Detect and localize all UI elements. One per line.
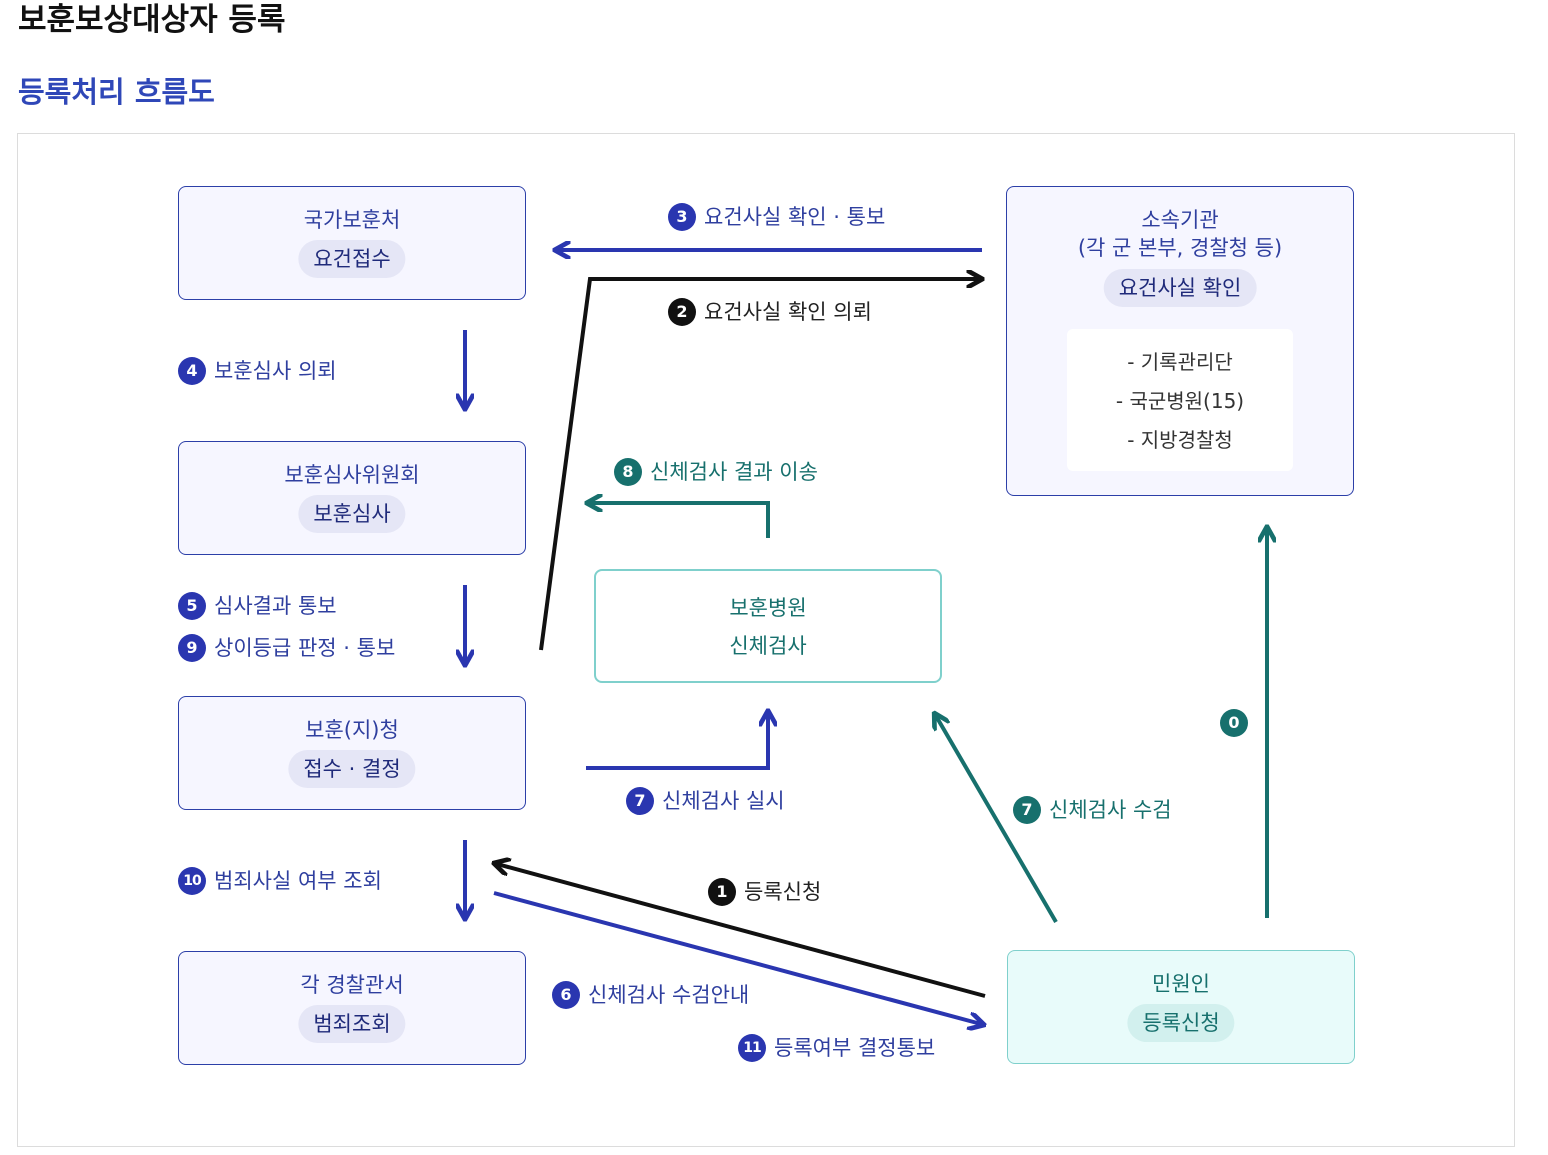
agency-list-item: - 국군병원(15) [1115, 389, 1245, 413]
step-3-text: 요건사실 확인 · 통보 [704, 205, 886, 229]
node-hospital: 보훈병원 신체검사 [594, 569, 942, 683]
arrow-step-6-11 [493, 891, 981, 1024]
step-4-label: 4 보훈심사 의뢰 [178, 357, 337, 385]
step-4-text: 보훈심사 의뢰 [214, 359, 337, 383]
page-title: 보훈보상대상자 등록 [18, 2, 286, 38]
node-applicant-role: 등록신청 [1127, 1004, 1235, 1042]
step-9-text: 상이등급 판정 · 통보 [214, 636, 396, 660]
agency-list: - 기록관리단 - 국군병원(15) - 지방경찰청 [1067, 329, 1293, 471]
step-2-label: 2 요건사실 확인 의뢰 [668, 298, 872, 326]
step-0-label: 0 [1220, 709, 1248, 737]
step-badge: 7 [626, 787, 654, 815]
step-6-text: 신체검사 수검안내 [588, 983, 750, 1007]
step-badge: 6 [552, 981, 580, 1009]
step-badge: 8 [614, 458, 642, 486]
node-mpva-title: 국가보훈처 [303, 208, 401, 232]
step-1-label: 1 등록신청 [708, 878, 821, 906]
agency-list-item: - 기록관리단 [1127, 350, 1233, 374]
step-3-label: 3 요건사실 확인 · 통보 [668, 203, 885, 231]
step-8-label: 8 신체검사 결과 이송 [614, 458, 818, 486]
arrow-step-1 [497, 864, 986, 998]
step-5-text: 심사결과 통보 [214, 594, 337, 618]
node-applicant: 민원인 등록신청 [1007, 950, 1355, 1064]
step-9-label: 9 상이등급 판정 · 통보 [178, 634, 395, 662]
step-7b-label: 7 신체검사 수검 [1013, 796, 1172, 824]
step-11-label: 11 등록여부 결정통보 [738, 1034, 935, 1062]
node-hospital-title: 보훈병원 [729, 596, 807, 620]
step-badge: 11 [738, 1034, 766, 1062]
node-committee-title: 보훈심사위원회 [284, 463, 420, 487]
arrow-step-7b [936, 716, 1058, 924]
arrow-step-7a [586, 714, 768, 770]
step-badge: 4 [178, 357, 206, 385]
step-badge: 2 [668, 298, 696, 326]
step-2-text: 요건사실 확인 의뢰 [704, 300, 872, 324]
arrow-step-8 [590, 503, 770, 538]
node-agency-title: 소속기관 [1141, 208, 1219, 232]
node-agency: 소속기관 (각 군 본부, 경찰청 등) 요건사실 확인 - 기록관리단 - 국… [1006, 186, 1354, 496]
step-10-text: 범죄사실 여부 조회 [214, 869, 382, 893]
node-agency-role: 요건사실 확인 [1103, 269, 1257, 307]
node-committee-role: 보훈심사 [298, 495, 406, 533]
node-police-role: 범죄조회 [298, 1005, 406, 1043]
node-police-title: 각 경찰관서 [300, 973, 404, 997]
node-hospital-role: 신체검사 [729, 634, 807, 658]
node-agency-subtitle: (각 군 본부, 경찰청 등) [1077, 236, 1283, 260]
node-branch: 보훈(지)청 접수 · 결정 [178, 696, 526, 810]
step-badge: 0 [1220, 709, 1248, 737]
node-committee: 보훈심사위원회 보훈심사 [178, 441, 526, 555]
step-badge: 10 [178, 867, 206, 895]
step-badge: 9 [178, 634, 206, 662]
step-6-label: 6 신체검사 수검안내 [552, 981, 749, 1009]
node-applicant-title: 민원인 [1152, 972, 1210, 996]
agency-list-item: - 지방경찰청 [1127, 428, 1233, 452]
step-5-label: 5 심사결과 통보 [178, 592, 337, 620]
section-title: 등록처리 흐름도 [18, 75, 215, 109]
step-10-label: 10 범죄사실 여부 조회 [178, 867, 382, 895]
step-1-text: 등록신청 [744, 880, 822, 904]
step-badge: 1 [708, 878, 736, 906]
node-branch-role: 접수 · 결정 [288, 750, 416, 788]
step-badge: 3 [668, 203, 696, 231]
step-7a-label: 7 신체검사 실시 [626, 787, 785, 815]
step-7a-text: 신체검사 실시 [662, 789, 785, 813]
node-branch-title: 보훈(지)청 [305, 718, 399, 742]
flowchart-frame [17, 133, 1515, 1147]
step-7b-text: 신체검사 수검 [1049, 798, 1172, 822]
step-8-text: 신체검사 결과 이송 [650, 460, 818, 484]
step-badge: 7 [1013, 796, 1041, 824]
step-11-text: 등록여부 결정통보 [774, 1036, 936, 1060]
node-police: 각 경찰관서 범죄조회 [178, 951, 526, 1065]
node-mpva-role: 요건접수 [298, 240, 406, 278]
arrow-step-2 [539, 279, 979, 651]
step-badge: 5 [178, 592, 206, 620]
node-mpva: 국가보훈처 요건접수 [178, 186, 526, 300]
